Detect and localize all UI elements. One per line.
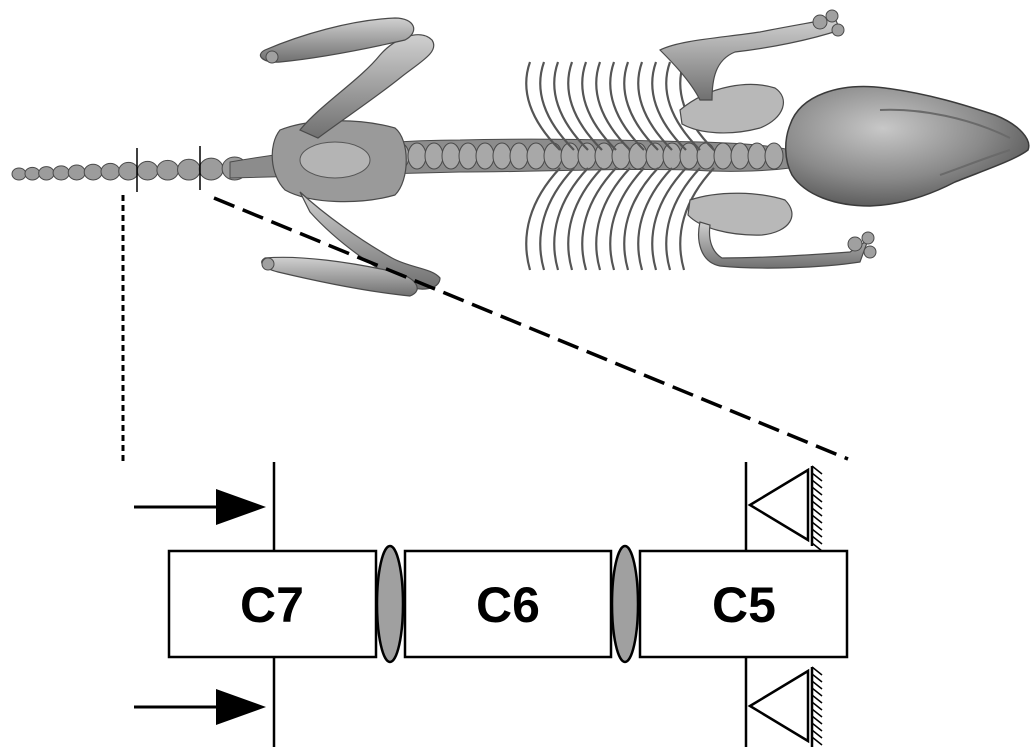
vertebra-c7: C7 — [169, 551, 376, 657]
intervertebral-disc — [377, 546, 403, 662]
tail-vertebra — [12, 168, 26, 180]
fixed-support-icon — [750, 667, 822, 747]
vertebra-c6: C6 — [405, 551, 611, 657]
spine-vertebra — [544, 143, 562, 169]
spine-vertebra — [425, 143, 443, 169]
tail-vertebra — [199, 158, 223, 180]
spine-vertebra — [408, 143, 426, 169]
spine-vertebra — [629, 143, 647, 169]
tail-vertebra — [84, 164, 102, 180]
zoom-guide-lines — [123, 195, 848, 462]
spine-vertebra — [527, 143, 545, 169]
spine-vertebra — [459, 143, 477, 169]
tail-vertebra — [119, 162, 139, 180]
spine-vertebra — [578, 143, 596, 169]
vertebra-c5: C5 — [640, 551, 847, 657]
tail-vertebra — [39, 167, 54, 180]
vertebra-label: C5 — [712, 577, 776, 633]
arrow-right-icon — [134, 689, 266, 725]
spine-vertebra — [748, 143, 766, 169]
spine-vertebra — [765, 143, 783, 169]
tail-vertebra — [68, 165, 85, 180]
tail-vertebra — [178, 159, 201, 180]
loading-schematic: C7 C6 C5 — [134, 462, 847, 747]
spine-vertebra — [476, 143, 494, 169]
arrow-right-icon — [134, 489, 266, 525]
tail-vertebrae — [12, 157, 247, 180]
mouse-skeleton-icon — [12, 10, 1029, 296]
tail-vertebra — [137, 161, 158, 180]
tail-vertebra — [53, 166, 69, 180]
intervertebral-disc — [612, 546, 638, 662]
spine-vertebra — [510, 143, 528, 169]
spine-vertebra — [442, 143, 460, 169]
tail-vertebra — [25, 167, 40, 180]
spine-vertebra — [714, 143, 732, 169]
vertebra-label: C7 — [240, 577, 304, 633]
fixed-support-icon — [750, 466, 822, 551]
spine-vertebra — [663, 143, 681, 169]
spine-vertebra — [731, 143, 749, 169]
tail-vertebra — [101, 163, 120, 180]
tail-vertebra — [157, 160, 179, 180]
vertebra-label: C6 — [476, 577, 540, 633]
spine-vertebra — [493, 143, 511, 169]
